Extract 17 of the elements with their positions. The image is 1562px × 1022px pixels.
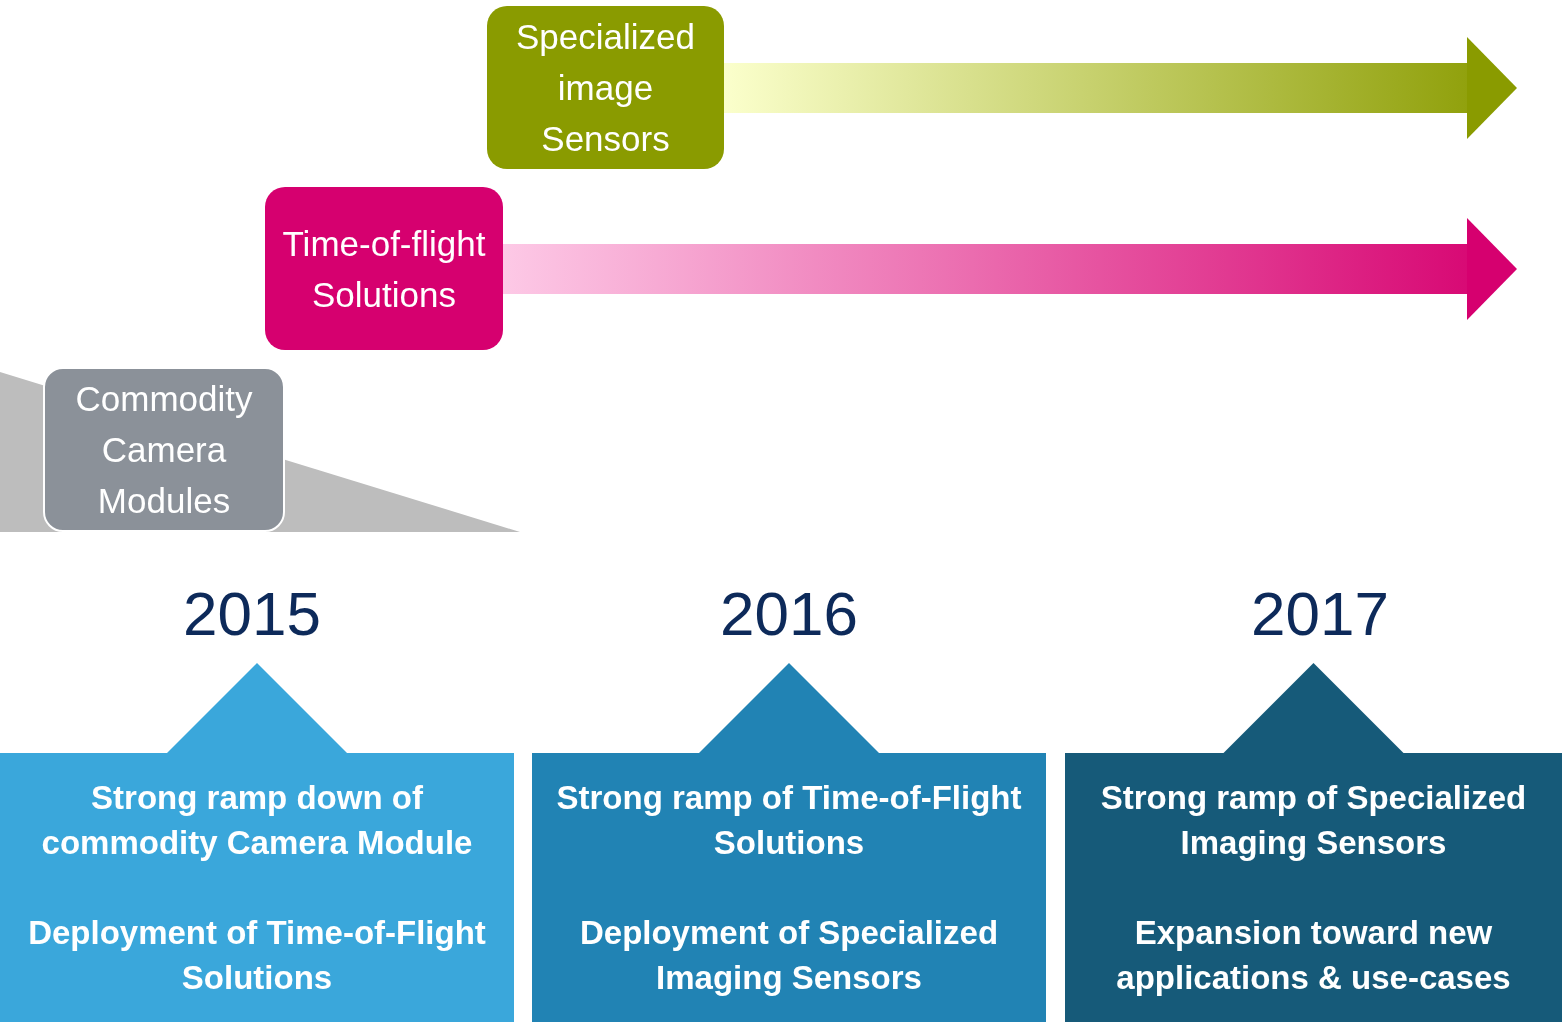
- milestone-text: Deployment of Time-of-Flight Solutions: [27, 913, 487, 998]
- category-box: Time-of-flight Solutions: [265, 187, 503, 350]
- milestone-text: Strong ramp down of commodity Camera Module: [40, 778, 474, 863]
- year-label: 2015: [182, 578, 322, 649]
- milestone-text: Deployment of Specialized Imaging Sensors: [578, 913, 1000, 998]
- milestone-panel: [1065, 663, 1562, 1022]
- milestone-panel: [532, 663, 1046, 1022]
- category-box: Specialized image Sensors: [487, 6, 724, 169]
- year-label: 2017: [1250, 578, 1390, 649]
- milestone-text: Strong ramp of Specialized Imaging Sensors: [1099, 778, 1528, 863]
- timeline-arrow: [724, 37, 1517, 139]
- milestone-text: Strong ramp of Time-of-Flight Solutions: [555, 778, 1023, 863]
- year-label: 2016: [719, 578, 859, 649]
- timeline-arrow: [503, 218, 1517, 320]
- milestone-panel: [0, 663, 514, 1022]
- milestone-text: Expansion toward new applications & use-cases: [1115, 913, 1512, 998]
- category-box: Commodity Camera Modules: [43, 367, 285, 532]
